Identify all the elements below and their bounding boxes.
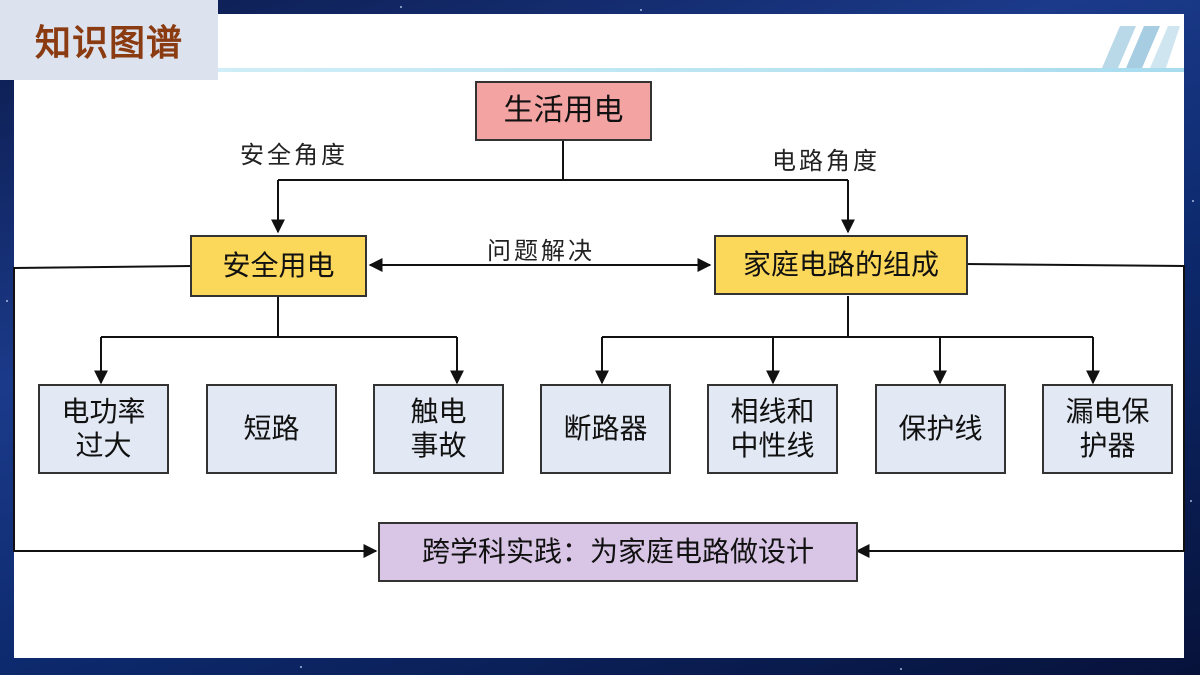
left-branch-label: 安全角度: [240, 141, 348, 169]
root-node: 生活用电: [475, 81, 652, 141]
circuit-composition-node: 家庭电路的组成: [714, 235, 968, 295]
leaf-ground-wire: 保护线: [875, 384, 1006, 474]
header-divider: [218, 68, 1184, 72]
page-title: 知识图谱: [0, 0, 218, 80]
right-branch-label: 电路角度: [772, 147, 880, 175]
safety-node: 安全用电: [190, 235, 367, 297]
practice-node: 跨学科实践：为家庭电路做设计: [378, 522, 858, 582]
leaf-leakage-protector: 漏电保 护器: [1042, 384, 1173, 474]
leaf-short-circuit: 短路: [206, 384, 337, 474]
middle-link-label: 问题解决: [487, 237, 595, 265]
stripes-decoration: [1102, 26, 1180, 68]
leaf-electric-shock: 触电 事故: [373, 384, 504, 474]
leaf-circuit-breaker: 断路器: [540, 384, 671, 474]
leaf-live-neutral-wire: 相线和 中性线: [707, 384, 838, 474]
leaf-overpower: 电功率 过大: [38, 384, 169, 474]
